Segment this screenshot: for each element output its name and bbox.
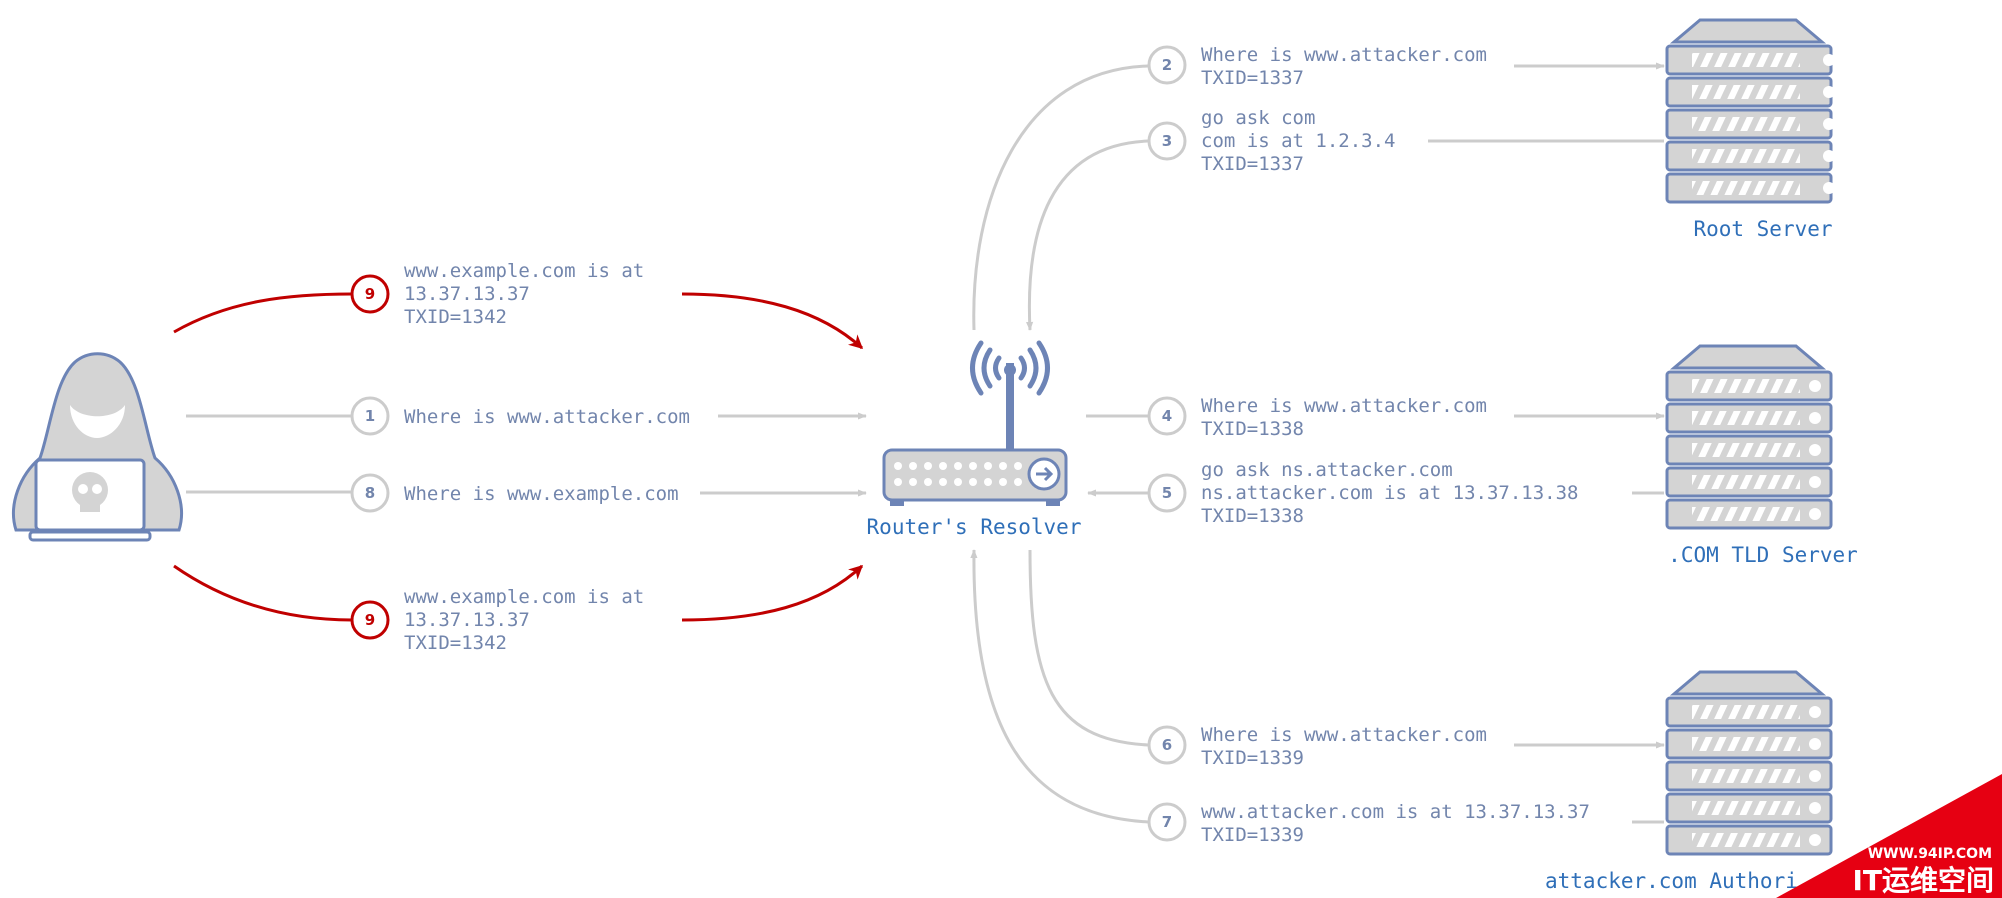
step-marker-circle — [350, 473, 390, 513]
step-marker-circle — [350, 396, 390, 436]
step-marker-circle — [350, 600, 390, 640]
step-message-line: Where is www.attacker.com — [1201, 724, 1487, 746]
step-marker-circle — [1147, 473, 1187, 513]
tld-server-label: .COM TLD Server — [1668, 543, 1858, 567]
step-message-line: www.example.com is at — [404, 260, 644, 282]
step-marker-circle — [350, 274, 390, 314]
step-message-line: TXID=1337 — [1201, 67, 1304, 89]
step-number: 3 — [1162, 132, 1172, 150]
step-message-line: TXID=1339 — [1201, 824, 1304, 846]
step-message-line: www.attacker.com is at 13.37.13.37 — [1201, 801, 1590, 823]
arrow-step-9a-right — [681, 292, 864, 350]
step-message-line: ns.attacker.com is at 13.37.13.38 — [1201, 482, 1579, 504]
step-message-line: www.example.com is at — [404, 586, 644, 608]
step-message-line: go ask ns.attacker.com — [1201, 459, 1453, 481]
root-server-icon — [1665, 18, 1835, 204]
watermark-url: WWW.94IP.COM — [1868, 846, 1992, 862]
watermark-name: IT运维空间 — [1852, 864, 1994, 897]
watermark: WWW.94IP.COM IT运维空间 — [1776, 774, 2002, 898]
arrow-step-7-curve — [970, 549, 1149, 824]
step-number: 5 — [1162, 484, 1172, 502]
step-number: 4 — [1162, 407, 1172, 425]
step-marker-circle — [1147, 725, 1187, 765]
root-server-label: Root Server — [1693, 217, 1832, 241]
step-message-line: 13.37.13.37 — [404, 283, 530, 305]
auth-server-icon — [1665, 670, 1833, 856]
arrow-step-9b-left — [173, 564, 353, 622]
step-number: 1 — [365, 407, 375, 425]
arrow-step-2-curve — [972, 64, 1149, 331]
tld-server-icon — [1665, 344, 1833, 530]
step-marker-circle — [1147, 45, 1187, 85]
step-number: 2 — [1162, 56, 1172, 74]
step-message-line: go ask com — [1201, 107, 1315, 129]
step-message-line: TXID=1342 — [404, 306, 507, 328]
skull-icon — [72, 472, 108, 512]
step-9b: 9 www.example.com is at13.37.13.37TXID=13… — [350, 586, 644, 654]
step-message-line: TXID=1339 — [1201, 747, 1304, 769]
arrow-step-9b-right — [681, 564, 864, 622]
auth-server-label: attacker.com Authori — [1545, 869, 1798, 893]
arrow-step-3-curve — [1026, 139, 1149, 331]
step-number: 9 — [365, 611, 375, 629]
step-message-line: TXID=1342 — [404, 632, 507, 654]
arrow-step-6-curve — [1028, 549, 1149, 747]
step-message-line: TXID=1338 — [1201, 505, 1304, 527]
step-number: 8 — [365, 484, 375, 502]
step-marker-circle — [1147, 396, 1187, 436]
step-number: 9 — [365, 285, 375, 303]
router-icon — [882, 340, 1068, 506]
step-8: 8 Where is www.example.com — [350, 473, 679, 513]
step-message-line: 13.37.13.37 — [404, 609, 530, 631]
step-9a: 9 www.example.com is at13.37.13.37TXID=13… — [350, 260, 644, 328]
step-number: 7 — [1162, 813, 1172, 831]
step-message-line: com is at 1.2.3.4 — [1201, 130, 1395, 152]
step-marker-circle — [1147, 121, 1187, 161]
step-marker-circle — [1147, 802, 1187, 842]
step-message-line: Where is www.attacker.com — [1201, 44, 1487, 66]
step-number: 6 — [1162, 736, 1172, 754]
resolver-label: Router's Resolver — [867, 515, 1082, 539]
step-message-line: TXID=1337 — [1201, 153, 1304, 175]
step-message-line: Where is www.attacker.com — [404, 406, 690, 428]
step-7: 7 www.attacker.com is at 13.37.13.37TXID=… — [1147, 801, 1590, 846]
step-message-line: Where is www.attacker.com — [1201, 395, 1487, 417]
step-message-line: TXID=1338 — [1201, 418, 1304, 440]
step-message-line: Where is www.example.com — [404, 483, 679, 505]
hacker-icon — [12, 352, 183, 542]
arrow-step-9a-left — [173, 292, 353, 334]
step-1: 1 Where is www.attacker.com — [350, 396, 690, 436]
